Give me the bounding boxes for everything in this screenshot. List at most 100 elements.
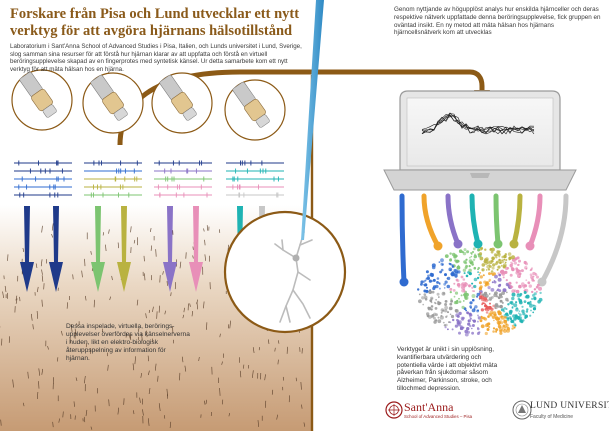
network-node xyxy=(513,303,518,308)
network-node xyxy=(431,263,436,268)
network-node xyxy=(450,273,455,277)
network-node xyxy=(531,267,533,270)
skin-hair xyxy=(62,411,64,418)
network-node xyxy=(497,310,501,314)
skin-hair xyxy=(239,370,242,378)
network-node xyxy=(463,295,467,298)
skin-hair xyxy=(158,403,161,412)
network-node xyxy=(522,285,525,288)
flow-arrow-icon xyxy=(49,206,63,292)
lund-logo[interactable]: LUND UNIVERSITY Faculty of Medicine xyxy=(511,399,609,427)
network-node xyxy=(448,267,453,272)
network-node xyxy=(466,250,470,254)
santanna-logo[interactable]: Sant'Anna School of Advanced Studies – P… xyxy=(386,400,496,426)
flow-arrow-head xyxy=(525,241,535,251)
network-node xyxy=(467,271,470,274)
network-node xyxy=(488,264,491,267)
network-node xyxy=(431,297,433,300)
network-node xyxy=(451,264,454,267)
network-node xyxy=(497,305,501,308)
network-node xyxy=(513,261,518,265)
network-node xyxy=(463,260,467,264)
flow-arrow-head xyxy=(473,239,483,249)
network-node xyxy=(444,273,447,277)
network-node xyxy=(471,331,474,335)
network-node xyxy=(448,262,451,265)
skin-hair xyxy=(52,421,54,428)
network-node xyxy=(458,249,463,253)
skin-hair xyxy=(184,365,187,372)
flow-arrow-icon xyxy=(445,193,461,247)
network-node xyxy=(478,252,483,256)
network-node xyxy=(492,263,496,267)
network-node xyxy=(493,280,497,284)
network-node xyxy=(485,294,489,298)
network-node xyxy=(442,292,446,295)
network-node xyxy=(535,290,538,293)
network-node xyxy=(477,316,482,320)
network-node xyxy=(470,251,473,255)
network-node xyxy=(484,323,489,328)
right-intro-paragraph: Genom nyttjande av högupplöst analys hur… xyxy=(394,6,601,37)
skin-hair xyxy=(61,330,63,336)
network-node xyxy=(440,268,444,272)
network-node xyxy=(465,292,469,297)
network-node xyxy=(435,299,437,301)
network-node xyxy=(436,281,439,284)
skin-hair xyxy=(41,275,44,282)
network-node xyxy=(536,275,539,279)
flow-arrow-head xyxy=(493,239,503,249)
network-node xyxy=(479,275,483,279)
network-node xyxy=(463,248,467,252)
network-node xyxy=(492,272,496,276)
network-node xyxy=(460,275,464,279)
network-node xyxy=(463,300,465,302)
network-node xyxy=(462,278,466,281)
network-node xyxy=(497,265,501,269)
skin-hair xyxy=(268,339,270,344)
network-node xyxy=(476,276,480,280)
skin-hair xyxy=(22,402,25,407)
skin-hair xyxy=(142,409,144,416)
network-node xyxy=(522,312,526,316)
network-node xyxy=(466,327,470,331)
skin-hair xyxy=(102,232,104,236)
network-node xyxy=(498,250,501,253)
network-node xyxy=(444,254,449,258)
skin-hair xyxy=(136,299,139,306)
skin-hair xyxy=(152,306,154,313)
network-node xyxy=(529,273,533,277)
network-node xyxy=(495,256,498,259)
skin-hair xyxy=(248,364,250,369)
skin-hair xyxy=(12,379,14,388)
network-node xyxy=(421,296,425,300)
network-node xyxy=(436,277,440,280)
network-node xyxy=(450,314,455,319)
recording-probe xyxy=(301,0,324,240)
network-node xyxy=(426,286,428,289)
network-node xyxy=(487,308,490,312)
skin-hair xyxy=(228,413,230,417)
network-node xyxy=(523,291,527,294)
network-node xyxy=(521,305,524,308)
skin-hair xyxy=(278,340,280,344)
network-node xyxy=(487,268,491,271)
network-node xyxy=(450,298,453,301)
network-node xyxy=(434,302,437,305)
network-node xyxy=(452,289,456,292)
network-node xyxy=(443,309,448,313)
network-node xyxy=(477,314,479,317)
network-node xyxy=(455,313,460,318)
network-node xyxy=(499,261,502,265)
network-node xyxy=(490,288,495,292)
network-node xyxy=(506,299,509,302)
network-node xyxy=(503,319,508,324)
network-node xyxy=(507,303,510,306)
network-node xyxy=(447,311,449,314)
skin-hair xyxy=(47,346,49,350)
network-node xyxy=(454,274,458,278)
network-node xyxy=(469,305,472,308)
network-node xyxy=(442,321,445,324)
network-node xyxy=(471,263,474,266)
skin-hair xyxy=(139,397,141,403)
